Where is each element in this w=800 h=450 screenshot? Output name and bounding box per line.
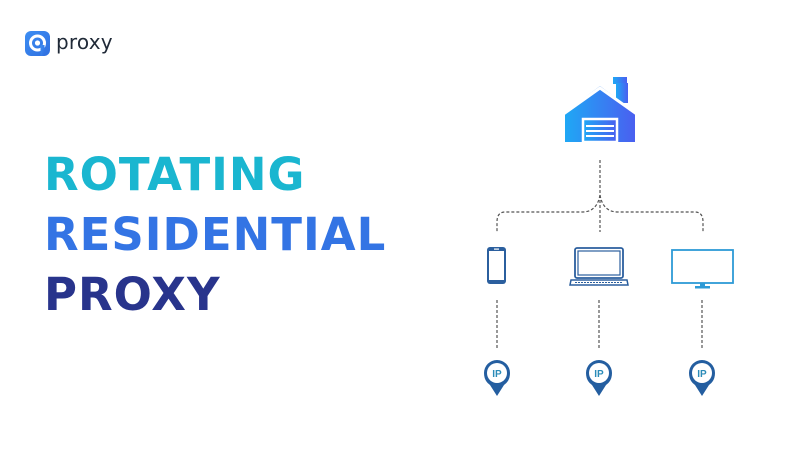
headline-line-2: RESIDENTIAL: [44, 208, 387, 261]
proxy-logo-icon: [25, 31, 50, 56]
ip-pin-icon-1: IP: [484, 360, 510, 396]
connector-lines: [496, 160, 704, 348]
ip-label-3: IP: [697, 369, 707, 380]
ip-pin-icon-2: IP: [586, 360, 612, 396]
house-garage-icon: [561, 77, 639, 144]
ip-label-2: IP: [594, 369, 604, 380]
ip-label-1: IP: [492, 369, 502, 380]
laptop-icon: [569, 247, 629, 286]
smartphone-icon: [487, 247, 506, 284]
headline-line-1: ROTATING: [44, 148, 306, 201]
brand-name: proxy: [56, 30, 113, 54]
headline-line-3: PROXY: [44, 268, 221, 321]
page-headline: ROTATING RESIDENTIAL PROXY: [44, 145, 386, 325]
monitor-icon: [671, 249, 734, 289]
brand-logo[interactable]: proxy: [25, 31, 113, 56]
ip-pin-icon-3: IP: [689, 360, 715, 396]
